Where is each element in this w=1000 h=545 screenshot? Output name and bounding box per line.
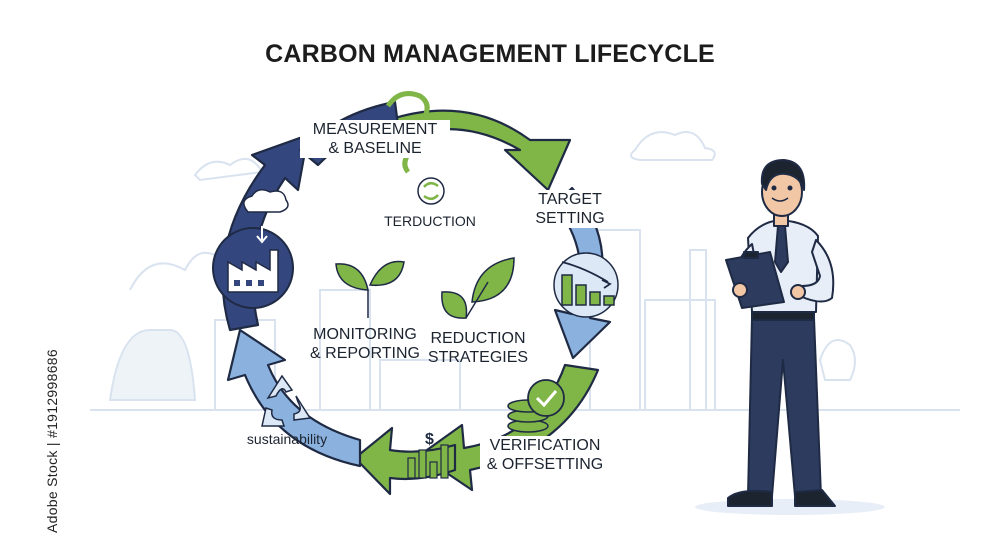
factory-icon (213, 190, 293, 308)
cycle-arrows-icon (418, 178, 444, 204)
stock-credit: Adobe Stock | #1912998686 (44, 293, 60, 533)
stage-monitoring-line2: & REPORTING (300, 344, 430, 363)
stage-verification-label: VERIFICATION & OFFSETTING (480, 436, 610, 474)
businessman-figure (695, 160, 885, 515)
stage-target-label: TARGET SETTING (520, 190, 620, 228)
stage-measurement-label: MEASUREMENT & BASELINE (300, 120, 450, 158)
stage-target-line1: TARGET (520, 190, 620, 209)
inner-label: TERDUCTION (380, 212, 480, 231)
diagram-title: CARBON MANAGEMENT LIFECYCLE (0, 40, 980, 69)
bar-chart-down-icon (554, 253, 618, 317)
stage-target-line2: SETTING (520, 209, 620, 228)
stage-verification-line1: VERIFICATION (480, 436, 610, 455)
sustainability-label: sustainability (232, 430, 342, 449)
arrow-bottom (355, 428, 455, 494)
stage-verification-line2: & OFFSETTING (480, 455, 610, 474)
stage-reduction-line1: REDUCTION (418, 329, 538, 348)
leaves-icon (442, 258, 514, 318)
stage-reduction-label: REDUCTION STRATEGIES (418, 329, 538, 367)
stage-measurement-line1: MEASUREMENT (300, 120, 450, 139)
stage-reduction-line2: STRATEGIES (418, 348, 538, 367)
stage-monitoring-label: MONITORING & REPORTING (300, 325, 430, 363)
stage-monitoring-line1: MONITORING (300, 325, 430, 344)
svg-text:$: $ (425, 431, 434, 448)
stage-measurement-line2: & BASELINE (300, 139, 450, 158)
